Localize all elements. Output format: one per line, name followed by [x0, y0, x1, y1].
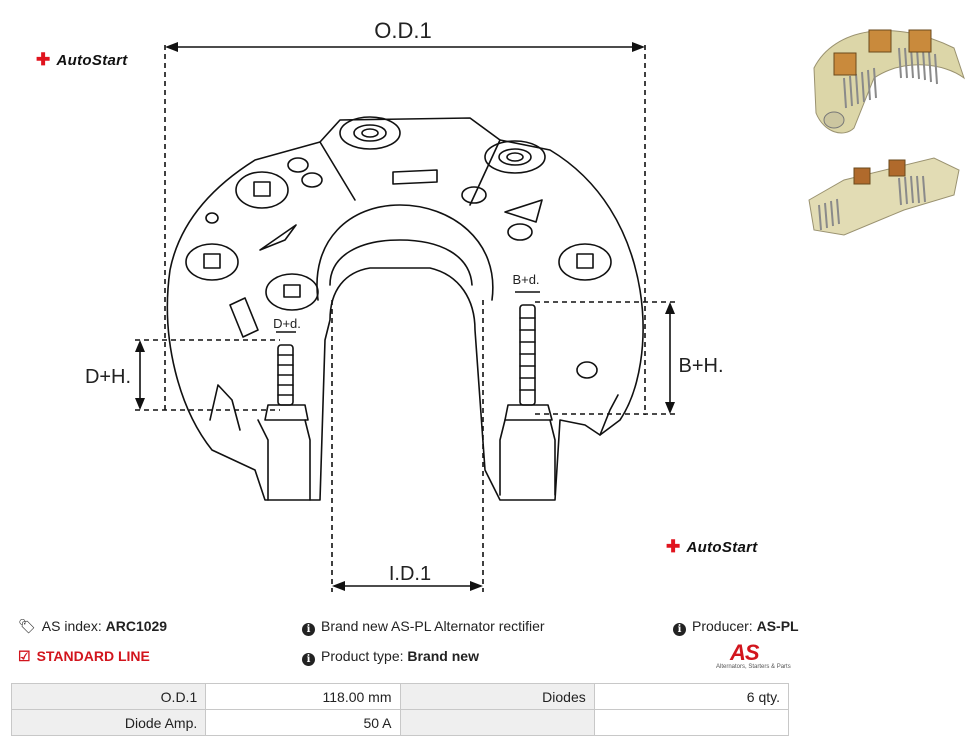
standard-line-badge: ☑ STANDARD LINE [18, 648, 150, 665]
as-index-label: AS index: [41, 618, 102, 634]
spec-label [399, 709, 595, 736]
as-pl-logo: AS Alternators, Starters & Parts [716, 640, 792, 674]
checkbox-icon: ☑ [18, 648, 31, 664]
autostart-logo-text: AutoStart [686, 539, 758, 556]
autostart-logo-icon: ✚ [36, 50, 51, 69]
id-label: I.D.1 [389, 563, 431, 585]
autostart-logo: ✚ AutoStart [36, 50, 128, 70]
info-icon: i [302, 653, 315, 666]
spec-label: Diodes [399, 683, 595, 710]
dh-label: D+H. [85, 366, 131, 388]
info-icon: i [673, 623, 686, 636]
rectifier-technical-drawing: O.D.1 I.D.1 D+H. B+H. D+d. B+d. [85, 18, 724, 592]
product-type-value: Brand new [407, 648, 479, 664]
autostart-logo-text: AutoStart [56, 52, 128, 69]
autostart-logo-secondary: ✚ AutoStart [666, 537, 758, 557]
spec-label: Diode Amp. [10, 709, 207, 736]
spec-label: O.D.1 [10, 683, 207, 710]
autostart-logo-icon: ✚ [666, 537, 681, 556]
as-index: 🏷 AS index: ARC1029 [18, 618, 167, 635]
as-pl-logo-mark: AS [730, 640, 760, 665]
spec-value: 6 qty. [593, 683, 790, 710]
as-pl-logo-tagline: Alternators, Starters & Parts [716, 664, 791, 670]
table-row: Diode Amp. 50 A [10, 709, 790, 736]
table-row: O.D.1 118.00 mm Diodes 6 qty. [10, 683, 790, 710]
bh-label: B+H. [678, 355, 723, 377]
description: i Brand new AS-PL Alternator rectifier [302, 618, 545, 636]
description-text: Brand new AS-PL Alternator rectifier [321, 618, 545, 634]
info-icon: i [302, 623, 315, 636]
producer: i Producer: AS-PL [673, 618, 799, 636]
producer-value: AS-PL [756, 618, 799, 634]
od-label: O.D.1 [374, 18, 431, 43]
spec-table: O.D.1 118.00 mm Diodes 6 qty. Diode Amp.… [10, 683, 790, 736]
producer-label: Producer: [692, 618, 753, 634]
bd-label: B+d. [512, 272, 539, 287]
dd-label: D+d. [273, 316, 301, 331]
as-index-value: ARC1029 [105, 618, 168, 634]
spec-value: 50 A [205, 709, 401, 736]
spec-value [593, 709, 790, 736]
tags-icon: 🏷 [18, 618, 36, 634]
product-photo-side-view[interactable] [804, 150, 968, 244]
product-type: i Product type: Brand new [302, 648, 479, 666]
standard-line-label: STANDARD LINE [36, 648, 150, 664]
product-photo-top-view[interactable] [804, 8, 968, 148]
product-type-label: Product type: [321, 648, 404, 664]
spec-value: 118.00 mm [205, 683, 401, 710]
